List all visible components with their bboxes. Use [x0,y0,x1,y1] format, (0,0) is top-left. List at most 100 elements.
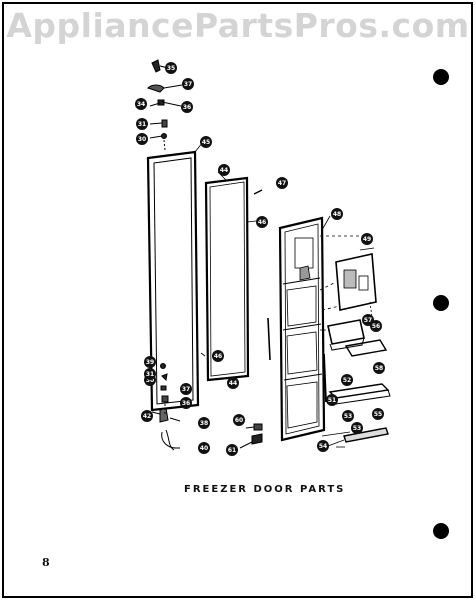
callout-bubble [326,394,338,406]
callout-label: 60 [235,417,243,424]
callout-c49: 49 [361,233,373,245]
callout-c36b: 36 [180,397,192,409]
callout-label: 31 [138,121,146,128]
callout-bubble [218,164,230,176]
callout-label: 52 [343,377,351,384]
callout-bubble [144,356,156,368]
callout-c44a: 44 [218,164,230,176]
callout-label: 30 [138,136,146,143]
door-gasket [146,141,204,412]
callout-bubble [141,410,153,422]
callout-c42: 42 [141,410,153,422]
callout-bubble [373,362,385,374]
freezer-door-outer [267,215,331,442]
callout-label: 37 [182,386,190,393]
callout-bubble [256,216,268,228]
callout-label: 46 [258,219,266,226]
callout-c61: 61 [226,444,238,456]
binder-hole-top [433,69,449,85]
callout-label: 47 [278,180,286,187]
callout-c46b: 46 [212,350,224,362]
callout-c38: 38 [198,417,210,429]
callout-c53a: 53 [342,410,354,422]
callout-label: 45 [202,139,210,146]
callout-c39: 39 [144,356,156,368]
callout-label: 51 [328,397,336,404]
bottom-trim-strip [327,427,389,447]
drip-tray-assembly [320,301,391,405]
callout-c58: 58 [373,362,385,374]
callout-label: 42 [143,413,151,420]
callout-c54: 54 [317,440,329,452]
callout-bubble [276,177,288,189]
callout-bubble [182,78,194,90]
callout-c45: 45 [200,136,212,148]
callout-c34a: 34 [135,98,147,110]
callout-label: 46 [214,353,222,360]
callout-bubble [180,383,192,395]
callout-bubble [226,444,238,456]
callout-bubble [317,440,329,452]
callout-bubble [342,410,354,422]
page-number: 8 [42,556,50,569]
callout-c31a: 31 [136,118,148,130]
callout-label: 61 [228,447,236,454]
callout-label: 57 [364,317,372,324]
binder-hole-bottom [433,523,449,539]
diagram-caption: FREEZER DOOR PARTS [184,484,346,495]
callout-bubble [200,136,212,148]
callout-bubble [136,133,148,145]
callout-c30a: 30 [136,133,148,145]
callout-bubble [198,442,210,454]
callout-label: 53 [353,425,361,432]
callout-label: 38 [200,420,208,427]
callout-bubble [198,417,210,429]
callout-label: 56 [372,323,380,330]
callout-c48: 48 [331,208,343,220]
callout-label: 36 [183,104,191,111]
callout-label: 53 [344,413,352,420]
callout-c36a: 36 [181,101,193,113]
callout-c51: 51 [326,394,338,406]
callout-bubble [136,118,148,130]
callout-c53b: 53 [351,422,363,434]
callout-bubble [351,422,363,434]
callout-bubble [362,314,374,326]
callout-bubble [144,368,156,380]
callout-c44b: 44 [227,377,239,389]
callout-c46a: 46 [256,216,268,228]
callout-bubble [181,101,193,113]
callout-bubble [227,377,239,389]
callout-label: 55 [374,411,382,418]
callout-c47: 47 [276,177,288,189]
callout-bubble [361,233,373,245]
callout-c31b: 31 [144,368,156,380]
callout-label: 31 [146,371,154,378]
callout-label: 54 [319,443,327,450]
callout-bubble [341,374,353,386]
bottom-hinge-assembly [151,363,263,451]
callout-label: 49 [363,236,371,243]
dispenser-module [319,235,377,311]
binder-hole-middle [433,295,449,311]
door-liner-panel [200,171,263,382]
callout-label: 36 [182,400,190,407]
callout-label: 58 [375,365,383,372]
callout-label: 37 [184,81,192,88]
callout-label: 40 [200,445,208,452]
callout-bubble [331,208,343,220]
callout-label: 44 [220,167,228,174]
top-hinge-assembly [147,59,183,151]
callout-c55: 55 [372,408,384,420]
callout-c57: 57 [362,314,374,326]
callout-c35a: 35 [165,62,177,74]
callout-label: 35 [167,65,175,72]
callout-c52: 52 [341,374,353,386]
callout-bubble [180,397,192,409]
callout-label: 30 [146,377,154,384]
callout-c37a: 37 [182,78,194,90]
